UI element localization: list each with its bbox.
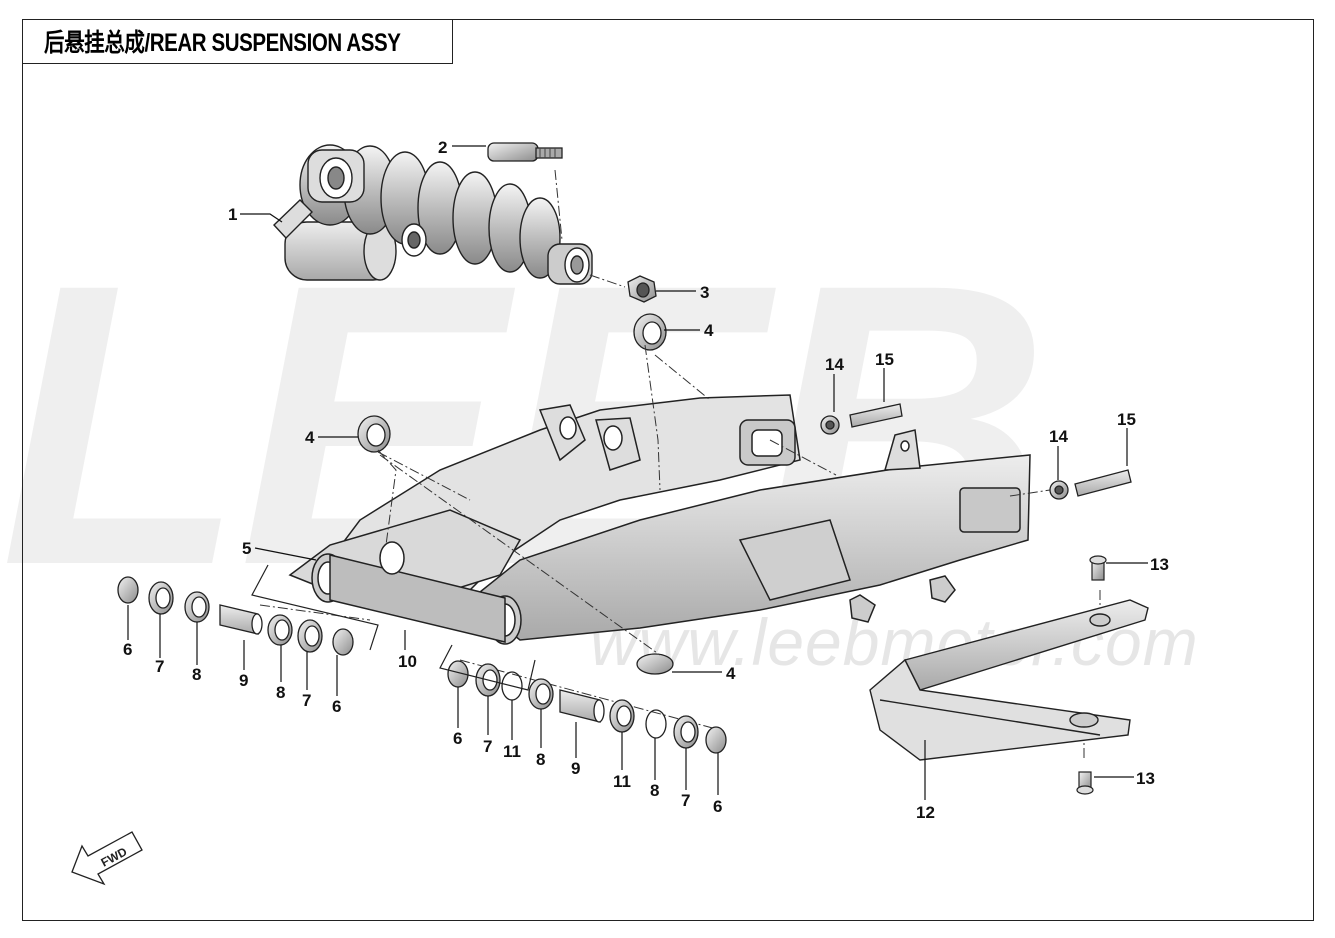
- callout-7-d: 7: [681, 791, 690, 810]
- bearing-set-left: [117, 576, 354, 656]
- callout-6-c: 6: [453, 729, 462, 748]
- callout-4-top: 4: [704, 321, 714, 340]
- callout-1: 1: [228, 205, 237, 224]
- callout-9-a: 9: [239, 671, 248, 690]
- callout-6-b: 6: [332, 697, 341, 716]
- callout-8-c: 8: [536, 750, 545, 769]
- pin-15-lower: [1049, 469, 1132, 500]
- collar-4-left: [357, 415, 391, 453]
- collar-4-top: [633, 313, 667, 351]
- callout-8-d: 8: [650, 781, 659, 800]
- callout-15-a: 15: [875, 350, 894, 369]
- callout-6-a: 6: [123, 640, 132, 659]
- callout-2: 2: [438, 138, 447, 157]
- callout-3: 3: [700, 283, 709, 302]
- callout-7-c: 7: [483, 737, 492, 756]
- callout-labels: 1 2 3 4 4 4 5 6 7 8 9 8 7 6 10 6 7 11 8 …: [123, 138, 1169, 822]
- callout-14-b: 14: [1049, 427, 1068, 446]
- alignment-lines: [259, 169, 1101, 760]
- callout-5: 5: [242, 539, 251, 558]
- bolt-2: [487, 142, 563, 162]
- bearing-set-right: [447, 660, 727, 754]
- callout-4-left: 4: [305, 428, 315, 447]
- swingarm: [288, 394, 1031, 645]
- callout-4-bottom: 4: [726, 664, 736, 683]
- callout-15-b: 15: [1117, 410, 1136, 429]
- screw-13: [1076, 555, 1107, 795]
- group-brackets: [251, 564, 536, 691]
- chain-guard: [869, 599, 1149, 761]
- callout-13-a: 13: [1150, 555, 1169, 574]
- callout-13-b: 13: [1136, 769, 1155, 788]
- callout-8-b: 8: [276, 683, 285, 702]
- callout-6-d: 6: [713, 797, 722, 816]
- page-title: 后悬挂总成/REAR SUSPENSION ASSY: [44, 29, 401, 57]
- drawing-frame: [22, 19, 1314, 921]
- callout-8-a: 8: [192, 665, 201, 684]
- callout-11-b: 11: [613, 772, 631, 791]
- callout-7-b: 7: [302, 691, 311, 710]
- pin-15-upper: [820, 403, 903, 435]
- leader-lines: [127, 145, 1148, 800]
- title-block: 后悬挂总成/REAR SUSPENSION ASSY: [22, 19, 453, 64]
- callout-12: 12: [916, 803, 935, 822]
- callout-9-b: 9: [571, 759, 580, 778]
- callout-7-a: 7: [155, 657, 164, 676]
- callout-10: 10: [398, 652, 417, 671]
- fwd-arrow: FWD: [71, 831, 143, 886]
- nut-3: [627, 275, 657, 303]
- callout-11-a: 11: [503, 742, 521, 761]
- collar-4-bottom: [636, 653, 674, 675]
- callout-14-a: 14: [825, 355, 844, 374]
- shock-absorber: [273, 144, 593, 285]
